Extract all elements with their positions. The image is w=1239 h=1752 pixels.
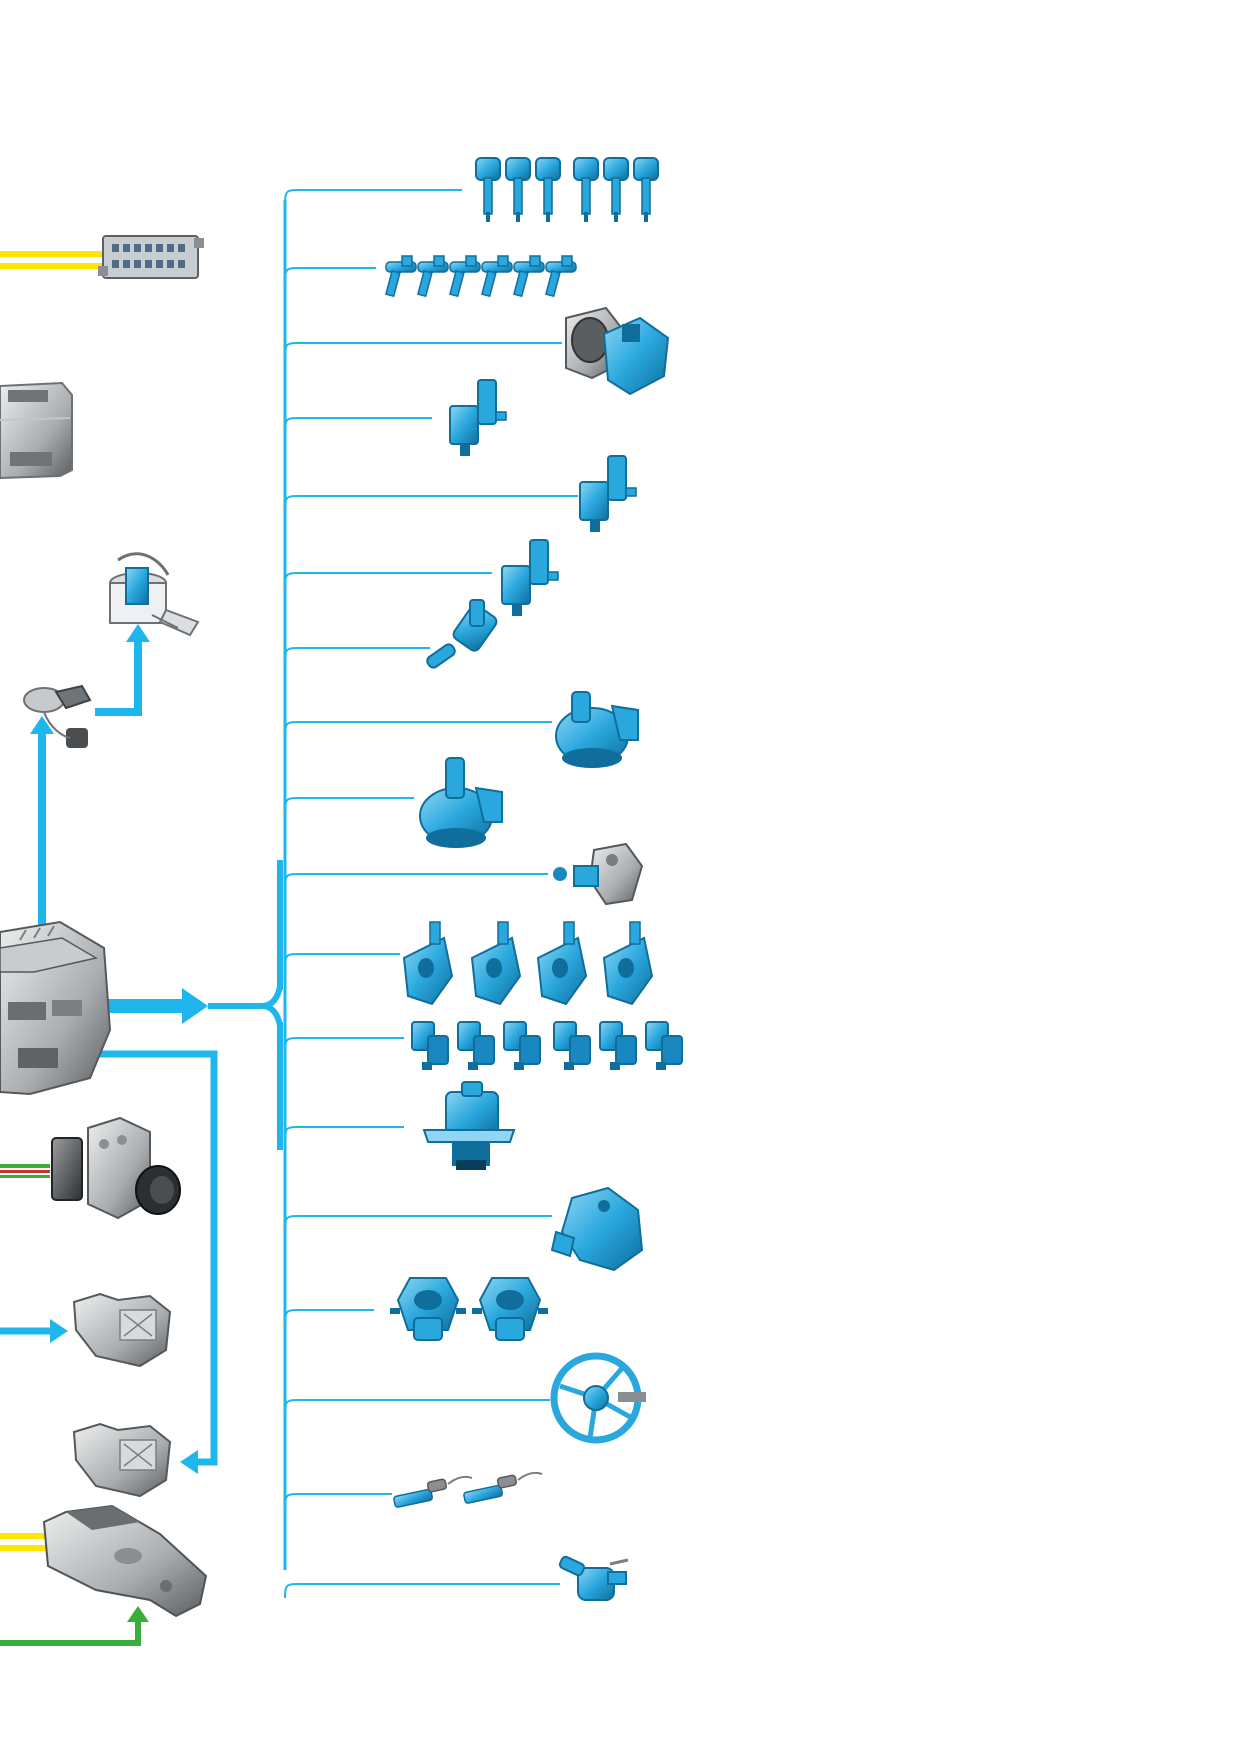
output-branch-line: [284, 1309, 374, 1325]
fuel-pump-arrow: [95, 640, 142, 716]
water-pump-icon: [555, 691, 639, 768]
engine-control-unit-icon: [0, 920, 112, 1096]
camshaft-adjuster-icon: [470, 921, 522, 1006]
fuel-injector-icon: [385, 255, 577, 298]
input-connections: [0, 251, 218, 1646]
fuel-pump-module-icon: [109, 552, 200, 637]
output-branch-line: [284, 495, 578, 511]
camshaft-adjuster-icon: [536, 921, 588, 1006]
diagnostic-bus-line: [0, 251, 106, 269]
distribution-bus: [208, 200, 287, 1570]
output-branch-line: [284, 572, 492, 588]
camshaft-solenoid-icon: [411, 1021, 449, 1070]
output-branch-line: [284, 797, 414, 813]
abs-unit-icon: [51, 1116, 181, 1220]
gear-selector-module-icon: [42, 1504, 208, 1618]
engine-mount-icon: [390, 1277, 466, 1341]
actuator-motor-icon: [72, 1292, 172, 1368]
radiator-fan-icon: [550, 1352, 646, 1444]
output-branch-line: [284, 1399, 550, 1415]
thermostat-icon: [422, 1081, 516, 1170]
solenoid-valve-icon: [579, 455, 637, 532]
high-pressure-fuel-pump-icon: [553, 842, 644, 906]
throttle-body-icon: [565, 306, 670, 396]
output-branch-line: [284, 417, 432, 433]
engine-mount-icon: [472, 1277, 548, 1341]
gear-selector-bus-line: [0, 1533, 46, 1551]
ignition-coil-icon: [603, 157, 629, 222]
camshaft-solenoid-icon: [599, 1021, 637, 1070]
output-branch-line: [284, 647, 430, 663]
output-branch-lines: [284, 189, 578, 1599]
purge-valve-icon: [426, 599, 498, 669]
fuel-injector-icon: [481, 255, 513, 298]
camshaft-solenoid-icon: [553, 1021, 591, 1070]
output-branch-line: [284, 953, 400, 969]
camshaft-solenoid-icon: [645, 1021, 683, 1070]
output-branch-line: [284, 873, 548, 889]
camshaft-solenoid-icon: [457, 1021, 495, 1070]
ignition-coil-icon: [573, 157, 599, 222]
output-branch-line: [284, 342, 562, 358]
fuel-injector-icon: [513, 255, 545, 298]
fuel-pump-control-unit-icon: [23, 684, 92, 748]
camshaft-adjuster-icon: [602, 921, 654, 1006]
actuator-motor-icon: [72, 1422, 172, 1498]
ignition-coil-icon: [505, 157, 531, 222]
ignition-coil-icon: [535, 157, 561, 222]
fuel-injector-icon: [417, 255, 449, 298]
green-signal-arrow: [0, 1620, 141, 1646]
ignition-coil-icon: [475, 157, 659, 222]
output-branch-line: [284, 1215, 552, 1231]
output-branch-line: [284, 721, 552, 737]
vacuum-pump-icon: [550, 1186, 644, 1272]
oxygen-sensor-heater-icon: [463, 1471, 543, 1504]
fuel-injector-icon: [545, 255, 577, 298]
output-branch-line: [284, 1037, 404, 1053]
solenoid-valve-icon: [501, 539, 559, 616]
abs-can-line: [0, 1164, 50, 1178]
diagnostic-connector-icon: [98, 235, 204, 279]
solenoid-valve-icon: [449, 379, 507, 456]
output-branch-line: [284, 189, 462, 205]
oxygen-sensor-heater-icon: [393, 1475, 473, 1508]
fuel-injector-icon: [449, 255, 481, 298]
output-branch-line: [284, 267, 376, 283]
camshaft-solenoid-icon: [503, 1021, 541, 1070]
output-branch-line: [284, 1126, 404, 1142]
body-control-module-icon: [0, 381, 73, 480]
output-branch-line: [284, 1583, 560, 1599]
shutoff-valve-icon: [558, 1555, 629, 1601]
ecu-to-actuator-line: [88, 1050, 218, 1466]
ignition-coil-icon: [633, 157, 659, 222]
camshaft-adjuster-icon: [402, 921, 454, 1006]
fuel-injector-icon: [385, 255, 417, 298]
output-branch-line: [284, 1493, 392, 1509]
ignition-coil-icon: [475, 157, 501, 222]
water-pump-icon: [419, 757, 503, 848]
